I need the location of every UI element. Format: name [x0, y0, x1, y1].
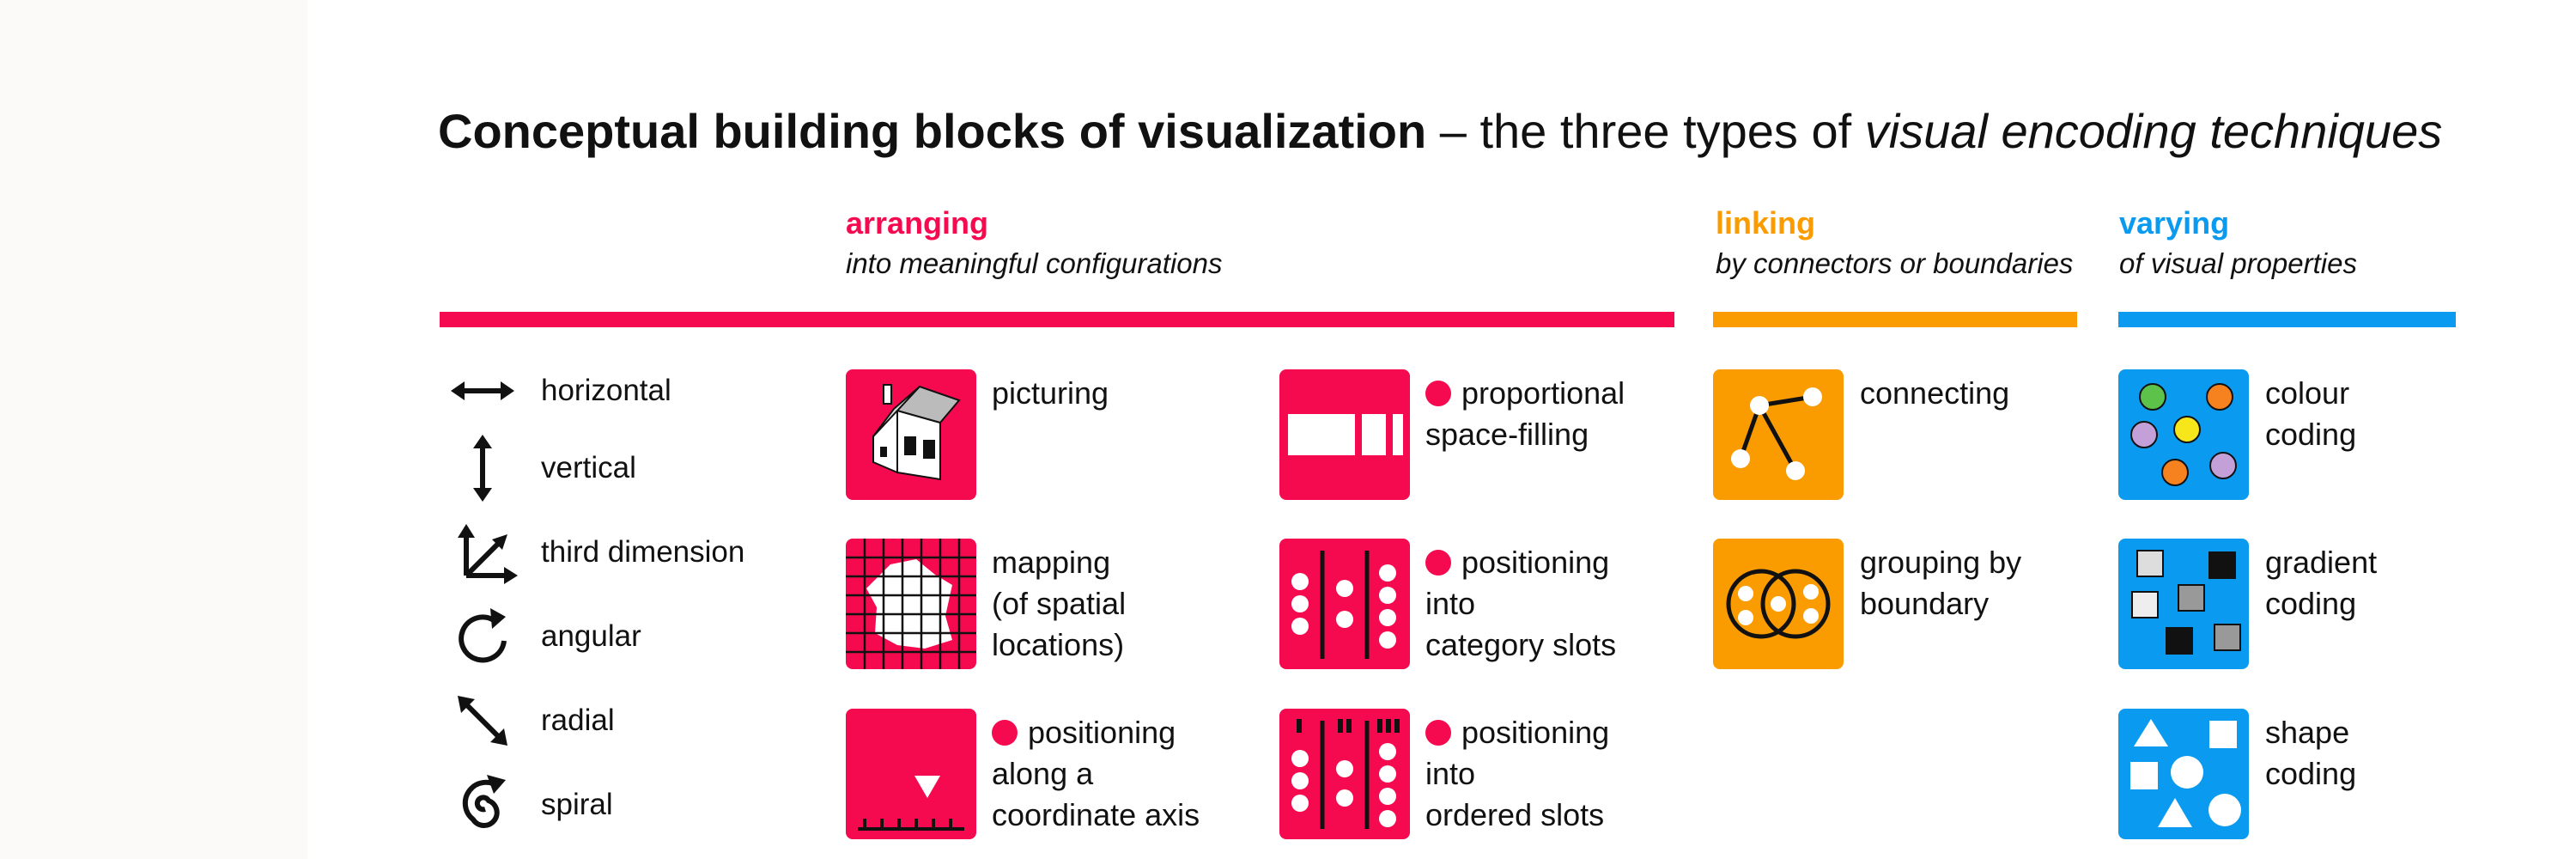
tile-connecting: [1713, 369, 1844, 500]
three-axis-arrows-icon: [444, 514, 521, 591]
title-italic: visual encoding techniques: [1864, 104, 2443, 158]
section-varying-name: varying: [2119, 205, 2230, 241]
venn-boundary-icon: [1726, 569, 1831, 639]
shapes-icon: [2130, 719, 2241, 827]
diagonal-double-arrow-icon: [444, 682, 521, 759]
orientation-label: angular: [541, 619, 641, 653]
orientation-label: third dimension: [541, 535, 745, 569]
section-varying-sub: of visual properties: [2119, 247, 2357, 279]
double-arrow-vertical-icon: [444, 430, 521, 507]
tile-picturing: [846, 369, 976, 500]
label-ordered-slots-text: positioning into ordered slots: [1425, 715, 1610, 832]
house-icon: [872, 384, 961, 481]
circular-arrow-icon: [444, 598, 521, 675]
category-slots-icon: [1291, 551, 1396, 659]
double-arrow-horizontal-icon: [444, 352, 521, 430]
title-middle: – the three types of: [1426, 104, 1865, 158]
tile-mapping: [846, 539, 976, 669]
tile-gradient-coding: [2118, 539, 2249, 669]
dot-icon: [992, 720, 1018, 746]
section-linking-name: linking: [1716, 205, 1815, 241]
orientation-label: radial: [541, 704, 615, 737]
dot-icon: [1425, 381, 1451, 406]
section-arranging-name: arranging: [846, 205, 989, 241]
label-coordinate-axis: positioning along a coordinate axis: [992, 712, 1200, 836]
label-mapping: mapping (of spatial locations): [992, 545, 1127, 662]
label-ordered-slots: positioning into ordered slots: [1425, 712, 1609, 836]
tile-coordinate-axis: [846, 709, 976, 839]
label-grouping: grouping by boundary: [1860, 545, 2022, 621]
node-link-icon: [1731, 387, 1822, 480]
label-category-slots-text: positioning into category slots: [1425, 545, 1617, 662]
linking-bar: [1713, 312, 2077, 327]
tile-shape-coding: [2118, 709, 2249, 839]
orientation-label: spiral: [541, 788, 613, 821]
varying-bar: [2118, 312, 2456, 327]
dot-icon: [1425, 550, 1451, 576]
tile-ordered-slots: [1279, 709, 1410, 839]
label-category-slots: positioning into category slots: [1425, 542, 1616, 666]
spiral-arrow-icon: [444, 766, 521, 844]
proportional-blocks-icon: [1288, 414, 1403, 455]
label-picturing: picturing: [992, 375, 1109, 411]
dot-icon: [1425, 720, 1451, 746]
label-shape-coding: shape coding: [2265, 715, 2357, 791]
label-colour-coding: colour coding: [2265, 375, 2357, 452]
label-gradient-coding: gradient coding: [2265, 545, 2378, 621]
tile-category-slots: [1279, 539, 1410, 669]
label-proportional-text: proportional space-filling: [1425, 375, 1625, 452]
map-grid-icon: [846, 539, 976, 669]
ordered-slots-icon: [1291, 719, 1400, 829]
label-proportional: proportional space-filling: [1425, 373, 1625, 455]
label-coordinate-axis-text: positioning along a coordinate axis: [992, 715, 1200, 832]
gradient-squares-icon: [2131, 550, 2241, 655]
arranging-bar: [440, 312, 1674, 327]
orientation-label: vertical: [541, 451, 636, 484]
section-linking-sub: by connectors or boundaries: [1716, 247, 2074, 279]
page-title: Conceptual building blocks of visualizat…: [438, 101, 2442, 161]
tile-proportional: [1279, 369, 1410, 500]
axis-marker-icon: [858, 776, 964, 831]
label-connecting: connecting: [1860, 375, 2010, 411]
section-arranging-sub: into meaningful configurations: [846, 247, 1223, 279]
title-bold: Conceptual building blocks of visualizat…: [438, 104, 1427, 158]
tile-colour-coding: [2118, 369, 2249, 500]
colour-dots-icon: [2130, 383, 2237, 486]
orientation-label: horizontal: [541, 374, 671, 407]
tile-grouping: [1713, 539, 1844, 669]
